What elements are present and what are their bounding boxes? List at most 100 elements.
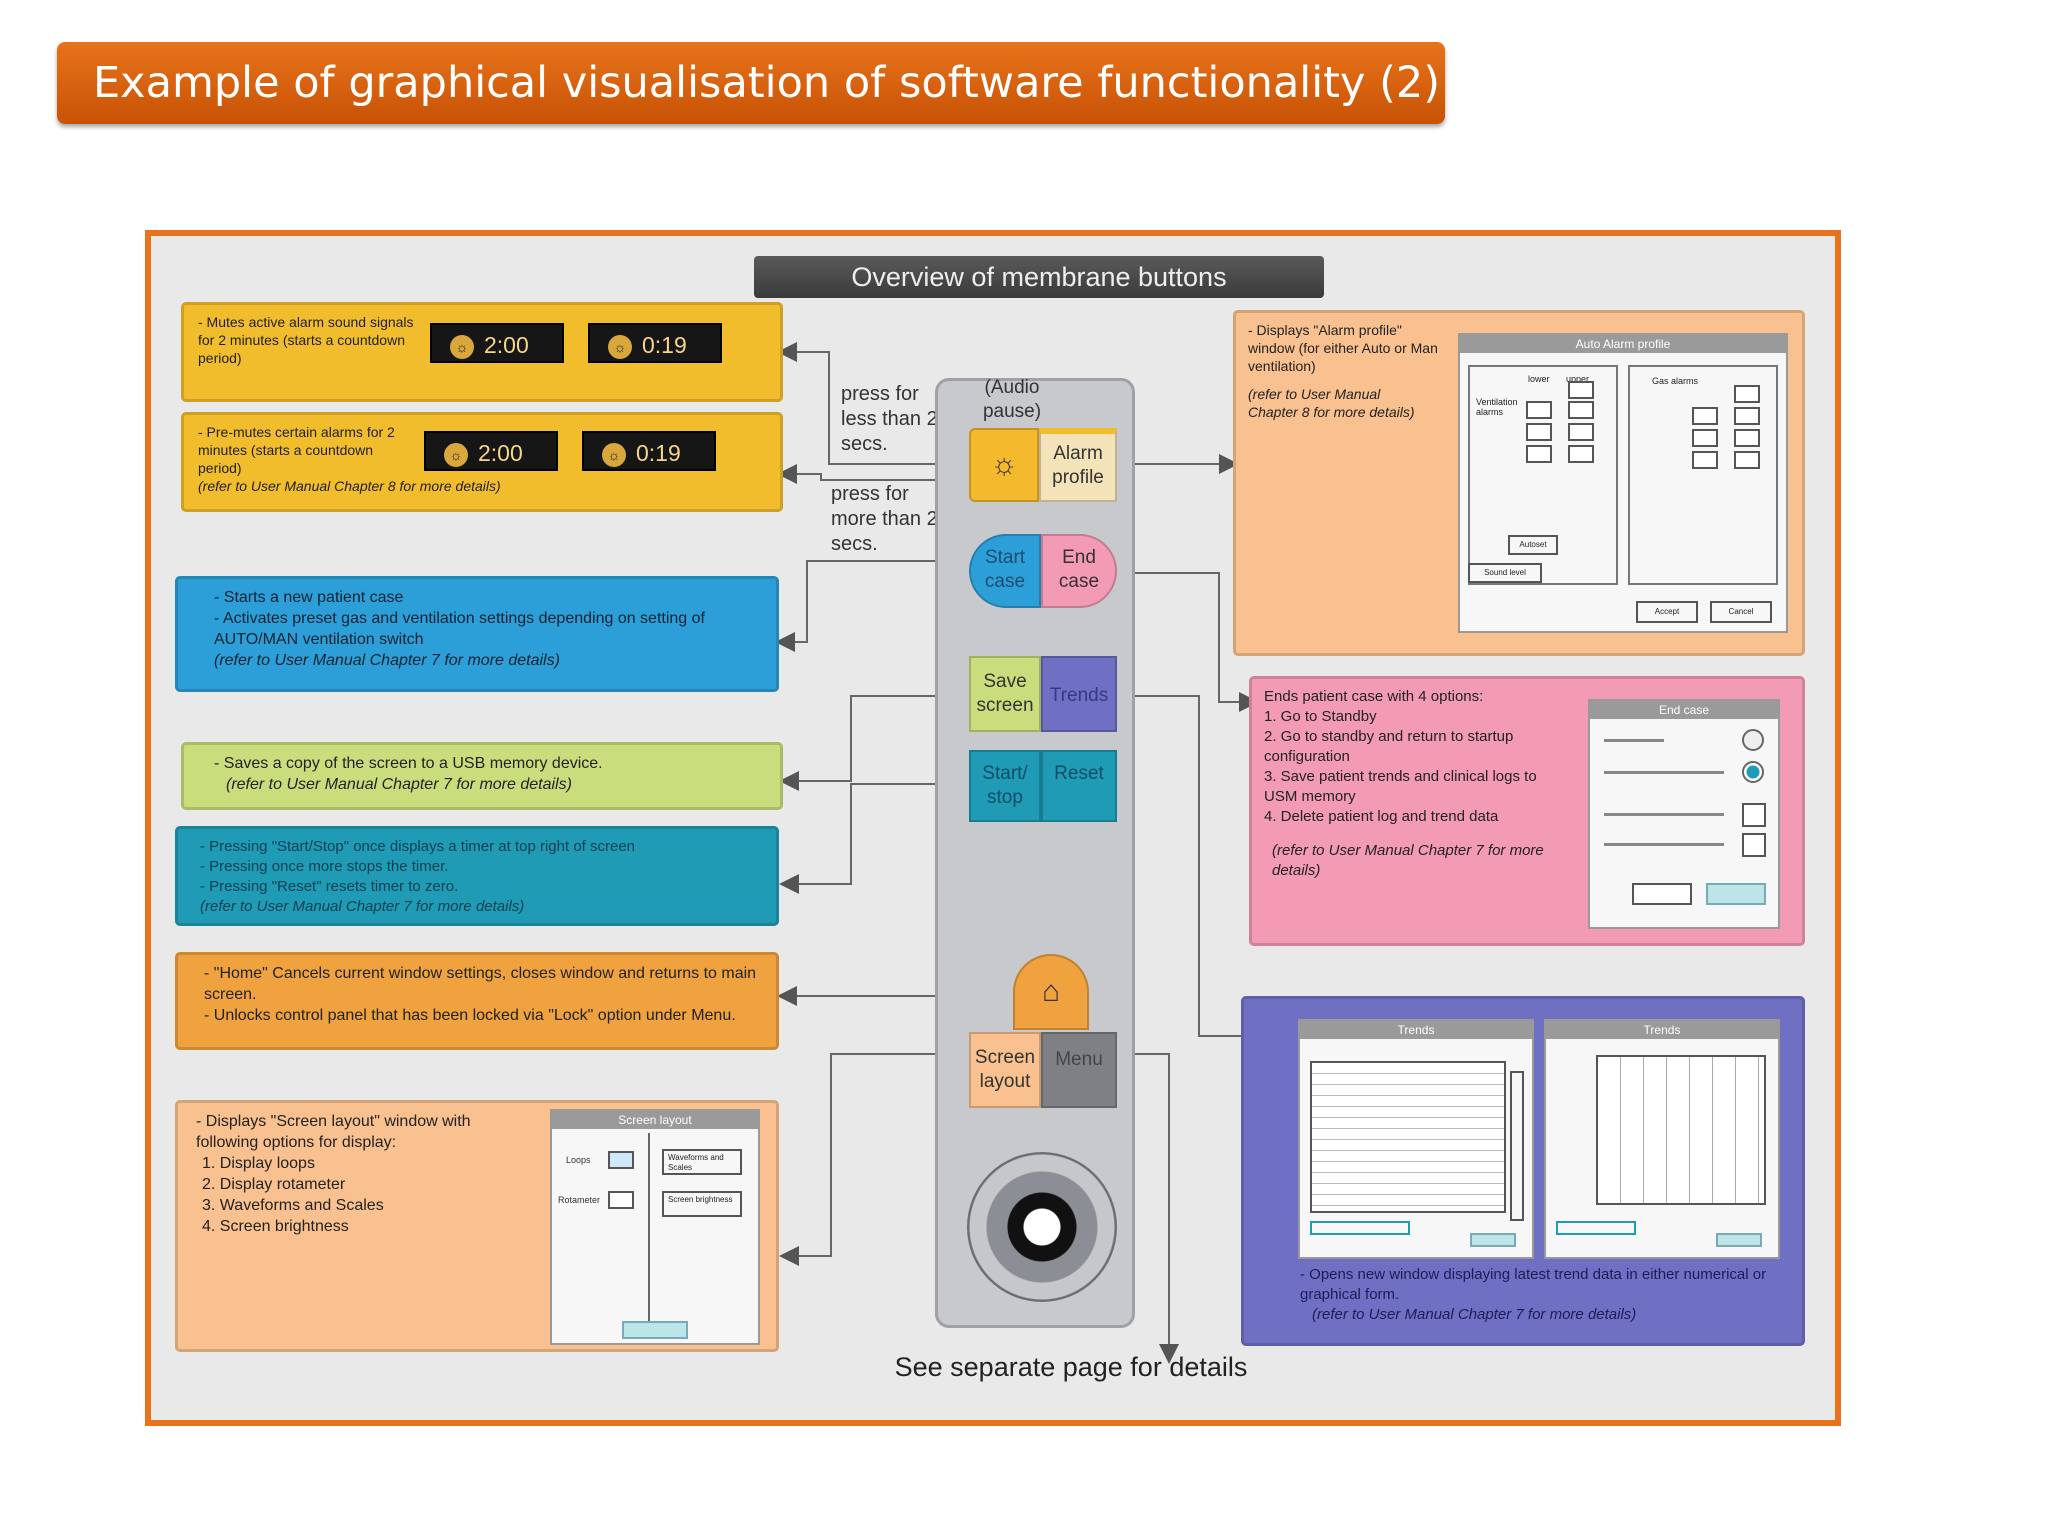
screen-layout-item-2: 2. Display rotameter <box>202 1176 346 1193</box>
audio-pause-label: (Audio pause) <box>982 377 1042 422</box>
screen-layout-text: - Displays "Screen layout" window with f… <box>196 1113 471 1151</box>
alarm-field <box>1692 451 1718 469</box>
premute-timer-2: ☼ 0:19 <box>582 431 716 471</box>
end-case-ref: (refer to User Manual Chapter 7 for more… <box>1272 842 1544 879</box>
end-case-item-2: 2. Go to standby and return to startup c… <box>1264 728 1514 765</box>
bell-icon: ☼ <box>990 448 1018 481</box>
option-line <box>1604 771 1724 774</box>
slide-title: Example of graphical visualisation of so… <box>57 42 1445 124</box>
start-case-line-2: - Activates preset gas and ventilation s… <box>214 610 705 648</box>
menu-button[interactable]: Menu <box>1041 1032 1117 1108</box>
start-case-button[interactable]: Start case <box>969 534 1041 608</box>
trend-scrollbar[interactable] <box>1510 1071 1524 1221</box>
window-button <box>1470 1233 1516 1247</box>
autoset-button: Autoset <box>1508 535 1558 555</box>
loops-checkbox <box>608 1151 634 1169</box>
alarm-field <box>1526 445 1552 463</box>
alarm-field <box>1734 429 1760 447</box>
bell-icon: ☼ <box>608 334 632 359</box>
option-line <box>1604 739 1664 742</box>
alarm-field <box>1568 445 1594 463</box>
end-case-item-4: 4. Delete patient log and trend data <box>1264 808 1499 825</box>
alarm-field <box>1526 423 1552 441</box>
window-button <box>1632 883 1692 905</box>
end-case-box: Ends patient case with 4 options: 1. Go … <box>1249 676 1805 946</box>
vent-label: Ventilation alarms <box>1476 397 1518 417</box>
sound-level-button: Sound level <box>1468 563 1542 583</box>
save-screen-text: - Saves a copy of the screen to a USB me… <box>214 755 603 772</box>
window-button <box>1716 1233 1762 1247</box>
home-line-2: - Unlocks control panel that has been lo… <box>204 1007 736 1024</box>
alarm-field <box>1734 407 1760 425</box>
save-screen-ref: (refer to User Manual Chapter 7 for more… <box>226 776 572 793</box>
timer-line-2: - Pressing once more stops the timer. <box>200 858 449 875</box>
screen-layout-window: Screen layout Loops Rotameter Waveforms … <box>550 1109 760 1345</box>
window-title: Trends <box>1300 1021 1532 1039</box>
arrow-start-case <box>775 560 971 652</box>
timer-line-3: - Pressing "Reset" resets timer to zero. <box>200 878 459 895</box>
home-button[interactable]: ⌂ <box>1013 954 1089 1030</box>
rotameter-checkbox <box>608 1191 634 1209</box>
alarm-profile-button[interactable]: Alarm profile <box>1039 428 1117 502</box>
timer-ref: (refer to User Manual Chapter 7 for more… <box>200 898 525 915</box>
audio-pause-button[interactable]: ☼ <box>969 428 1039 502</box>
alarm-field <box>1568 401 1594 419</box>
end-case-item-3: 3. Save patient trends and clinical logs… <box>1264 768 1537 805</box>
arrow-end-case <box>1119 572 1259 712</box>
lower-label: lower <box>1528 374 1550 384</box>
waveforms-button: Waveforms and Scales <box>662 1149 742 1175</box>
rotary-knob[interactable] <box>967 1152 1117 1302</box>
option-line <box>1604 813 1724 816</box>
home-box: - "Home" Cancels current window settings… <box>175 952 779 1050</box>
save-screen-box: - Saves a copy of the screen to a USB me… <box>181 742 783 810</box>
alarm-field <box>1692 429 1718 447</box>
screen-layout-item-4: 4. Screen brightness <box>202 1218 349 1235</box>
arrow-menu <box>1119 1053 1179 1364</box>
save-screen-button[interactable]: Save screen <box>969 656 1041 732</box>
diagram-canvas: Overview of membrane buttons - Mutes act… <box>151 236 1835 1420</box>
start-stop-button[interactable]: Start/ stop <box>969 750 1041 822</box>
alarm-field <box>1568 423 1594 441</box>
screen-layout-item-3: 3. Waveforms and Scales <box>202 1197 384 1214</box>
end-case-button[interactable]: End case <box>1041 534 1117 608</box>
home-line-1: - "Home" Cancels current window settings… <box>204 965 757 1003</box>
end-case-text: Ends patient case with 4 options: <box>1264 688 1484 705</box>
radio-option-2 <box>1742 761 1764 783</box>
arrow-start-stop <box>779 783 973 894</box>
trends-ref: (refer to User Manual Chapter 7 for more… <box>1312 1306 1637 1323</box>
mute-timer-1: ☼2:00 <box>430 323 564 363</box>
trend-tabs <box>1310 1221 1410 1235</box>
timer-line-1: - Pressing "Start/Stop" once displays a … <box>200 838 636 855</box>
upper-label: upper <box>1566 374 1590 384</box>
screen-layout-button[interactable]: Screen layout <box>969 1032 1041 1108</box>
long-press-note: press for more than 2 secs. <box>831 483 938 555</box>
trends-text: - Opens new window displaying latest tre… <box>1300 1266 1767 1303</box>
checkbox-option-4 <box>1742 833 1766 857</box>
mute-box: - Mutes active alarm sound signals for 2… <box>181 302 783 402</box>
checkbox-option-3 <box>1742 803 1766 827</box>
footer-note: See separate page for details <box>894 1352 1248 1382</box>
reset-button[interactable]: Reset <box>1041 750 1117 822</box>
arrow-premute <box>777 464 979 484</box>
start-case-line-1: - Starts a new patient case <box>214 589 404 606</box>
gas-alarms-panel: Gas alarms <box>1628 365 1778 585</box>
trend-graph <box>1596 1055 1766 1205</box>
bell-icon: ☼ <box>602 442 626 467</box>
trends-graphical-window: Trends <box>1544 1019 1780 1259</box>
timer-value: 0:19 <box>636 440 681 466</box>
loops-label: Loops <box>566 1155 591 1165</box>
arrow-save-screen <box>779 695 973 791</box>
accept-button: Accept <box>1636 601 1698 623</box>
arrow-trends <box>1119 695 1269 1046</box>
window-title: Screen layout <box>552 1111 758 1129</box>
window-title: End case <box>1590 701 1778 719</box>
trends-button[interactable]: Trends <box>1041 656 1117 732</box>
timer-value: 2:00 <box>484 332 529 358</box>
bell-icon: ☼ <box>444 442 468 467</box>
diagram-frame: Overview of membrane buttons - Mutes act… <box>145 230 1841 1426</box>
alarm-profile-ref: (refer to User Manual Chapter 8 for more… <box>1248 386 1415 420</box>
home-icon: ⌂ <box>1041 975 1061 1008</box>
premute-box: - Pre-mutes certain alarms for 2 minutes… <box>181 412 783 512</box>
rotameter-label: Rotameter <box>558 1195 601 1205</box>
window-title: Trends <box>1546 1021 1778 1039</box>
